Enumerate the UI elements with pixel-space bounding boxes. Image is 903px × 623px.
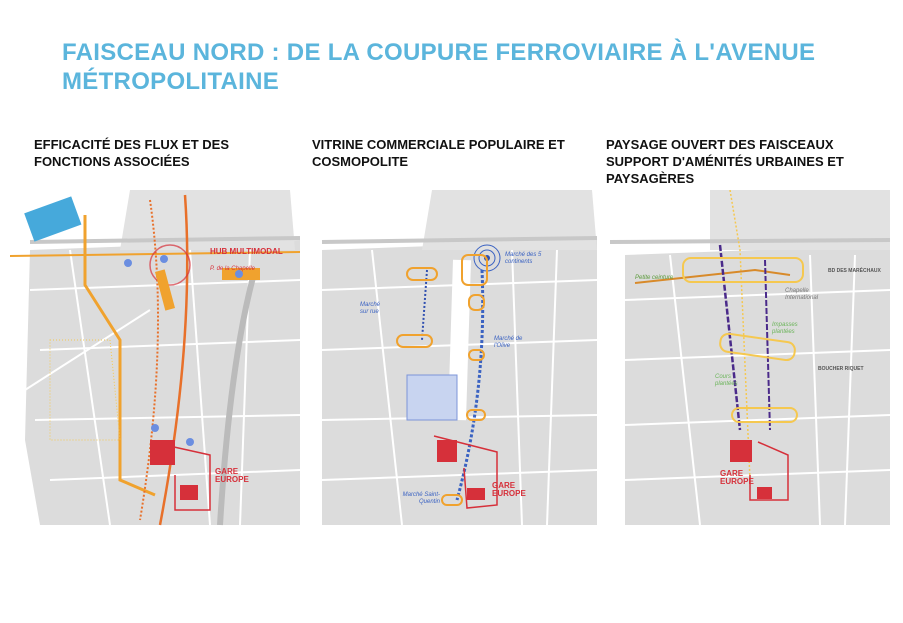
blue-district xyxy=(24,196,82,242)
map-flux-drawing xyxy=(9,190,301,526)
label-cours-plantees: Cours plantées xyxy=(715,374,738,387)
panel-title-flux: EFFICACITÉ DES FLUX ET DES FONCTIONS ASS… xyxy=(34,137,230,169)
label-boucher-riquet: BOUCHER RIQUET xyxy=(818,366,864,372)
label-petite-ceinture: Petite ceinture xyxy=(635,275,674,281)
map-paysage: Petite ceinture BD DES MARÉCHAUX Chapell… xyxy=(609,189,900,530)
page-title: FAISCEAU NORD : DE LA COUPURE FERROVIAIR… xyxy=(62,39,816,95)
label-hub: HUB MULTIMODAL xyxy=(210,247,283,256)
label-marche-5-continents: Marché des 5 continents xyxy=(505,252,542,265)
map-vitrine: Marché des 5 continents Marché sur rue M… xyxy=(312,190,602,530)
label-gare-1: GARE EUROPE xyxy=(215,467,249,484)
label-bd-marechaux: BD DES MARÉCHAUX xyxy=(828,268,881,274)
label-hub-sub: P. de la Chapelle xyxy=(210,266,255,272)
map-paysage-drawing xyxy=(609,189,891,526)
label-gare-2: GARE EUROPE xyxy=(492,481,526,498)
map-flux: HUB MULTIMODAL P. de la Chapelle GARE EU… xyxy=(9,190,301,530)
label-marche-saint-quentin: Marché Saint-Quentin xyxy=(402,492,440,505)
label-marche-sur-rue: Marché sur rue xyxy=(360,302,381,315)
label-chapelle-international: Chapelle International xyxy=(785,288,819,301)
label-impasses-plantees: Impasses plantées xyxy=(772,322,798,335)
label-marche-olive: Marché de l'Olive xyxy=(494,336,523,349)
panel-title-vitrine: VITRINE COMMERCIALE POPULAIRE ET COSMOPO… xyxy=(312,137,565,169)
panel-title-paysage: PAYSAGE OUVERT DES FAISCEAUX SUPPORT D'A… xyxy=(606,137,844,186)
label-gare-3: GARE EUROPE xyxy=(720,469,754,486)
map-vitrine-drawing xyxy=(321,190,598,526)
